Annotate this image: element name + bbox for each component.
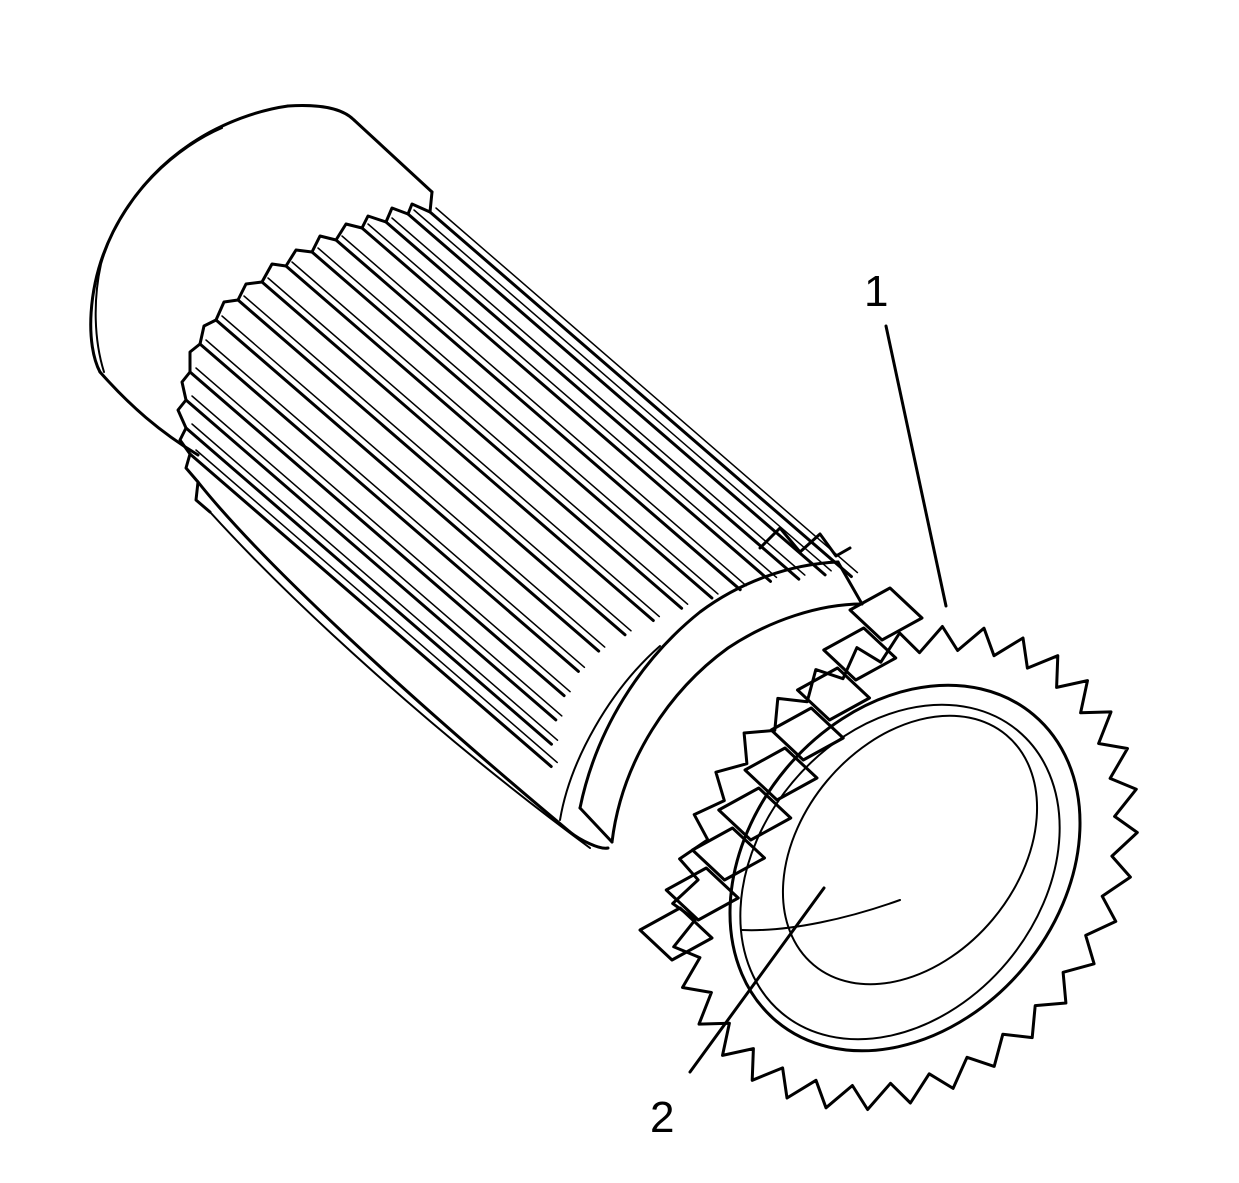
spline-ridge-line <box>184 426 553 746</box>
leader-line-2 <box>688 886 826 1074</box>
spline-ridge-line <box>188 370 566 698</box>
spline-ridge-edge <box>291 261 689 605</box>
spline-ridge-line <box>360 226 772 583</box>
spline-ridge-line <box>384 220 801 581</box>
spline-ridge-line <box>310 250 714 600</box>
spline-ridge-edge <box>243 295 632 632</box>
gear-spline-tooth <box>664 866 740 922</box>
gear-spline-tooth <box>691 826 766 882</box>
gear-spline-tooth <box>769 706 845 762</box>
spline-ridge-line <box>334 238 742 592</box>
spline-ridge-edge <box>195 367 571 693</box>
spline-ridge-line <box>198 342 580 673</box>
front-gear <box>638 586 1139 1111</box>
spline-ridge-edge <box>317 247 719 595</box>
spline-ridge-edge <box>391 217 806 576</box>
spline-ridge-edge <box>341 235 747 587</box>
shaft-drawing <box>89 104 1139 1111</box>
leader-line-1 <box>884 324 948 608</box>
gear-spline-tooth <box>743 746 819 802</box>
spline-ridge-line <box>428 210 853 579</box>
gear-spline-tooth <box>717 786 793 842</box>
spline-ridge-edge <box>205 339 586 669</box>
spline-ridge-edge <box>191 395 563 717</box>
spline-ridge-line <box>260 280 655 623</box>
spline-ridges <box>184 207 859 768</box>
spline-ridge-edge <box>221 315 606 648</box>
spline-ridge-edge <box>435 207 859 574</box>
gear-spline-tooth <box>796 666 871 722</box>
spline-ridge-edge <box>413 209 832 572</box>
spline-ridge-line <box>188 452 553 768</box>
spline-ridge-line <box>236 298 627 637</box>
spline-section <box>176 190 859 850</box>
gear-spline-tooth <box>822 626 898 682</box>
gear-spline-tooth <box>848 586 924 642</box>
bore-step <box>781 714 1039 986</box>
gear-spline-tooth <box>638 906 714 962</box>
bore-outer-rim <box>728 683 1082 1053</box>
collar-ring <box>559 526 864 844</box>
spline-ridge-edge <box>367 223 778 579</box>
spline-ridge-edge <box>267 277 661 618</box>
callout-label-2: 2 <box>650 1093 674 1142</box>
callout-label-1: 1 <box>864 267 888 316</box>
callout-leaders <box>688 324 948 1074</box>
spline-ridge-line <box>284 264 684 610</box>
bore-inner-rim <box>739 703 1061 1041</box>
spline-ridge-edge <box>195 449 558 764</box>
spline-ridge-edge <box>191 423 559 741</box>
spline-ridge-line <box>214 318 601 653</box>
spline-ridge-line <box>184 398 558 722</box>
gear-teeth <box>671 625 1139 1111</box>
rear-journal <box>89 104 434 457</box>
spline-top-profile <box>176 190 434 514</box>
spline-ridge-line <box>406 212 827 577</box>
